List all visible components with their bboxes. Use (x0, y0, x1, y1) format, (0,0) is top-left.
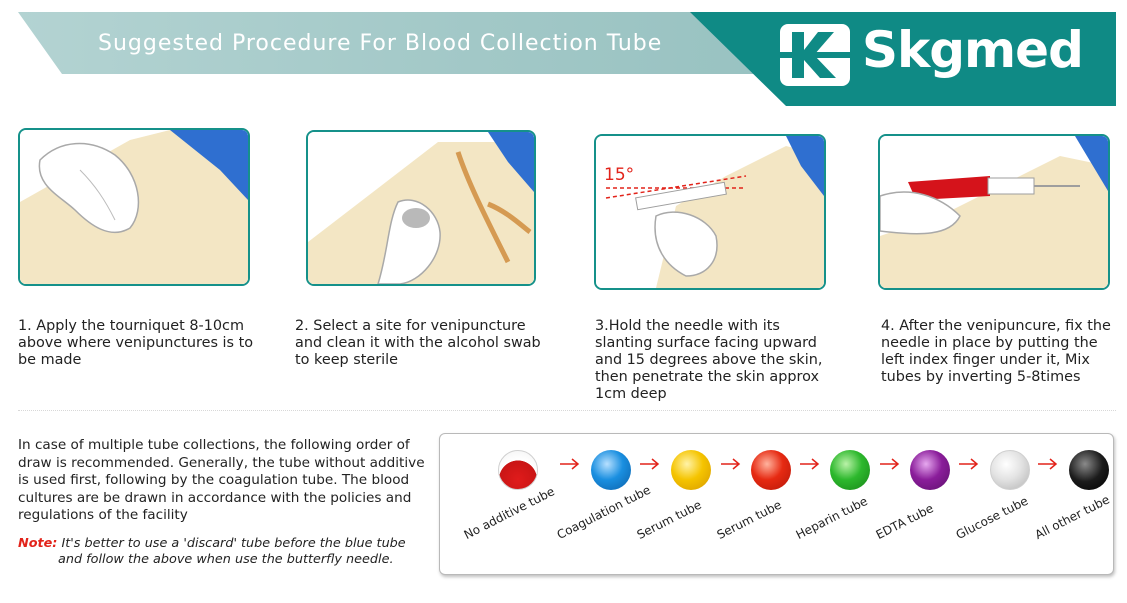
hand-pressing-arm-icon (20, 130, 248, 284)
arrow-right-icon (640, 458, 660, 470)
brand-name: Skgmed (862, 21, 1084, 79)
arrow-right-icon (721, 458, 741, 470)
tube-glucose: Glucose tube (954, 450, 1070, 570)
serum-red-tube-icon (751, 450, 791, 490)
edta-tube-icon (910, 450, 950, 490)
tube-no-additive: No additive tube (462, 450, 578, 570)
page-title: Suggested Procedure For Blood Collection… (98, 31, 663, 56)
tube-all-other: All other tube (1033, 450, 1127, 570)
alcohol-swab-arm-icon (308, 132, 534, 284)
arrow-right-icon (959, 458, 979, 470)
coagulation-tube-icon (591, 450, 631, 490)
step-4-text: 4. After the venipuncure, fix the needle… (881, 318, 1111, 385)
title-ribbon (18, 12, 778, 74)
note-label: Note: (18, 536, 58, 551)
section-divider (18, 410, 1116, 411)
needle-angle-icon: 15° (596, 136, 824, 288)
arrow-right-icon (800, 458, 820, 470)
step-2-image (306, 130, 536, 286)
no-additive-tube-icon (498, 450, 538, 490)
note: Note: It's better to use a 'discard' tub… (18, 536, 430, 568)
all-other-tube-icon (1069, 450, 1109, 490)
note-line-1: It's better to use a 'discard' tube befo… (61, 536, 406, 551)
serum-yellow-tube-icon (671, 450, 711, 490)
glucose-tube-icon (990, 450, 1030, 490)
step-4-image (878, 134, 1110, 290)
step-1-text: 1. Apply the tourniquet 8-10cm above whe… (18, 318, 254, 368)
step-1-image (18, 128, 250, 286)
arrow-right-icon (880, 458, 900, 470)
step-2-text: 2. Select a site for venipuncture and cl… (295, 318, 541, 368)
header-banner: Suggested Procedure For Blood Collection… (18, 12, 1116, 106)
order-of-draw-text: In case of multiple tube collections, th… (18, 437, 425, 524)
blood-tube-arm-icon (880, 136, 1108, 288)
tube-heparin: Heparin tube (794, 450, 910, 570)
arrow-right-icon (1038, 458, 1058, 470)
step-3-text: 3.Hold the needle with its slanting surf… (595, 318, 823, 402)
heparin-tube-icon (830, 450, 870, 490)
note-line-2: and follow the above when use the butter… (58, 552, 394, 567)
step-3-image: 15° (594, 134, 826, 290)
skgmed-logo-icon (780, 24, 850, 86)
angle-label: 15° (604, 165, 634, 185)
tube-edta: EDTA tube (874, 450, 990, 570)
tube-serum-red: Serum tube (715, 450, 831, 570)
tube-order-box: No additive tube Coagulation tube Serum … (439, 433, 1114, 575)
tube-coagulation: Coagulation tube (555, 450, 671, 570)
arrow-right-icon (560, 458, 580, 470)
tube-serum-yellow: Serum tube (635, 450, 751, 570)
